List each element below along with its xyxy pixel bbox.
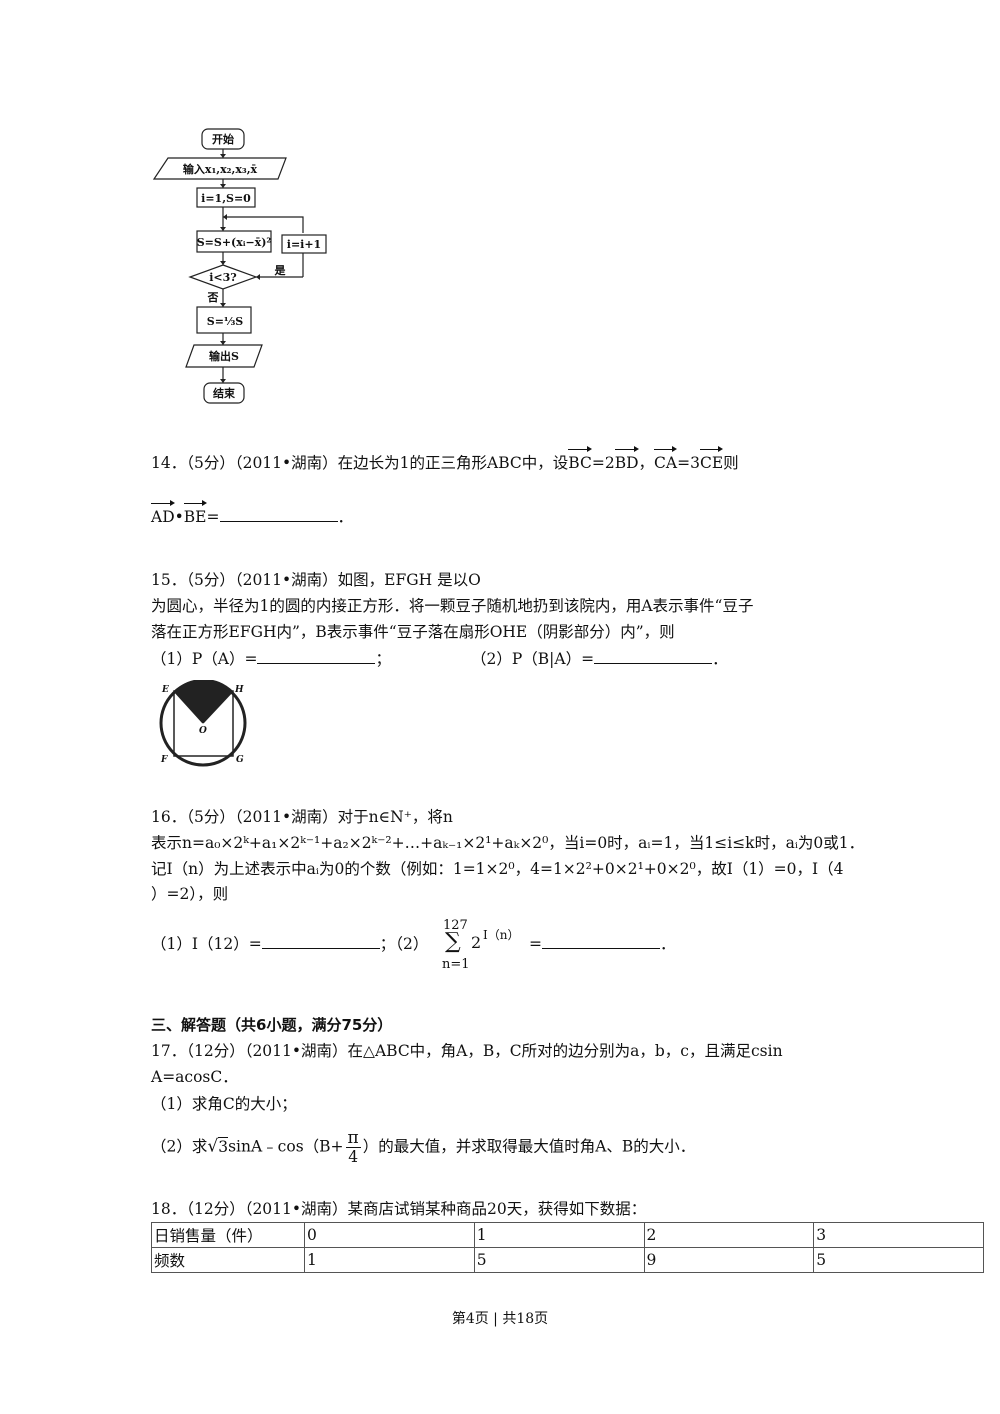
summation: 127 ∑ n=1 2 I（n）: [441, 918, 531, 978]
q17-part2-mid: sinA﹣cos（B+: [228, 1137, 344, 1156]
flow-increment: i=i+1: [287, 238, 321, 251]
q16-end: ．: [660, 935, 676, 953]
vector-bd: BD: [614, 446, 639, 472]
q17-line1: 17．（12分）（2011•湖南）在△ABC中，角A，B，C所对的边分别为a，b…: [151, 1042, 783, 1060]
table-row: 频数 1 5 9 5: [151, 1247, 984, 1273]
flow-update: S=S+(xᵢ−x̄)²: [197, 236, 272, 249]
flow-yes: 是: [274, 264, 287, 277]
q16-blank2: [542, 934, 660, 949]
flow-end: 结束: [212, 386, 236, 400]
q16-line1: 16．（5分）（2011•湖南）对于n∈N⁺，将n: [151, 808, 453, 826]
q18-line1: 18．（12分）（2011•湖南）某商店试销某种商品20天，获得如下数据：: [151, 1200, 647, 1218]
label-f: F: [160, 755, 168, 765]
sum-body: 2: [471, 933, 482, 952]
q15-part2: （2）P（B|A）=: [471, 650, 595, 668]
flow-scale: S=⅓S: [207, 315, 244, 328]
flow-output: 输出S: [209, 349, 239, 363]
label-h: H: [234, 685, 244, 695]
q15-line3: 落在正方形EFGH内”，B表示事件“豆子落在扇形OHE（阴影部分）内”，则: [151, 623, 675, 641]
section-title: 三、解答题（共6小题，满分75分）: [151, 1016, 393, 1034]
table-cell: 5: [473, 1247, 645, 1273]
sum-upper: 127: [443, 918, 468, 933]
q16-line3: 记I（n）为上述表示中aᵢ为0的个数（例如：1=1×2⁰，4=1×2²+0×2¹…: [151, 860, 844, 878]
q16-line4: ）=2），则: [151, 885, 229, 903]
flow-condition: i<3?: [209, 271, 237, 284]
q16-line2: 表示n=a₀×2ᵏ+a₁×2ᵏ⁻¹+a₂×2ᵏ⁻²+…+aₖ₋₁×2¹+aₖ×2…: [151, 834, 865, 852]
q14-eq3: =: [206, 508, 220, 526]
q14-prefix: 14．（5分）（2011•湖南）在边长为1的正三角形ABC中，设: [151, 454, 569, 472]
sqrt-value: 3: [218, 1136, 229, 1156]
q16-tail: =．: [529, 933, 676, 955]
q14-period: ．: [337, 508, 354, 526]
label-o: O: [199, 726, 207, 736]
flow-input: 输入x₁,x₂,x₃,x̄: [183, 162, 258, 176]
q17-line3: （1）求角C的大小；: [151, 1095, 297, 1113]
table-cell: 0: [304, 1222, 475, 1248]
flow-no: 否: [207, 291, 219, 304]
q15-line1: 15．（5分）（2011•湖南）如图，EFGH 是以O: [151, 571, 481, 589]
q17-line2: A=acosC．: [151, 1068, 238, 1086]
q16-part1: （1）I（12）=: [151, 935, 262, 953]
circle-square-figure: E H O F G: [159, 680, 247, 767]
flow-start: 开始: [212, 132, 234, 146]
q15-blank2: [594, 649, 713, 664]
q16-eq: =: [529, 935, 542, 953]
frac-numerator: π: [345, 1128, 361, 1148]
q14-comma: ，: [638, 454, 655, 472]
frac-denominator: 4: [348, 1148, 359, 1166]
vector-ad: AD: [151, 500, 175, 526]
q15-blank1: [257, 649, 376, 664]
sales-table: 日销售量（件） 0 1 2 3 频数 1 5 9 5: [151, 1222, 984, 1273]
q15-line4: （1）P（A）= ； （2）P（B|A）= ．: [151, 648, 728, 670]
table-cell: 日销售量（件）: [151, 1222, 305, 1248]
table-cell: 1: [473, 1222, 645, 1248]
q15-part1: （1）P（A）=: [151, 650, 258, 668]
q14-dot: •: [174, 508, 184, 526]
table-cell: 2: [643, 1222, 815, 1248]
q14-eq1: =2: [591, 454, 615, 472]
q14-eq2: =3: [677, 454, 700, 472]
q16-sep: ；（2）: [379, 935, 429, 953]
q14-line1: 14．（5分）（2011•湖南）在边长为1的正三角形ABC中，设BC=2BD，C…: [151, 446, 739, 474]
table-cell: 频数: [151, 1247, 305, 1273]
sum-lower: n=1: [442, 957, 470, 972]
vector-bc: BC: [568, 446, 592, 472]
q15-line2: 为圆心，半径为1的圆的内接正方形．将一颗豆子随机地扔到该院内，用A表示事件“豆子: [151, 597, 754, 615]
vector-ca: CA: [654, 446, 678, 472]
sum-sigma: ∑: [445, 929, 461, 954]
q14-line2: AD•BE= ．: [151, 500, 354, 528]
sqrt-symbol: √: [207, 1136, 219, 1157]
label-e: E: [161, 685, 169, 695]
vector-be: BE: [183, 500, 207, 526]
q17-part2-prefix: （2）求: [151, 1137, 208, 1156]
q15-end: ．: [712, 650, 728, 668]
table-cell: 3: [813, 1222, 984, 1248]
q17-part2-suffix: ）的最大值，并求取得最大值时角A、B的大小．: [362, 1137, 696, 1156]
q15-sep: ；: [375, 650, 391, 668]
table-row: 日销售量（件） 0 1 2 3: [151, 1222, 984, 1248]
label-g: G: [236, 755, 244, 765]
flow-init: i=1,S=0: [201, 192, 251, 205]
sum-exp: I（n）: [483, 928, 520, 942]
q14-suffix: 则: [723, 454, 739, 472]
q16-blank1: [261, 934, 380, 949]
q16-line5: （1）I（12）= ；（2）: [151, 933, 428, 955]
page-footer: 第4页 | 共18页: [451, 1311, 549, 1327]
table-cell: 1: [304, 1247, 475, 1273]
q14-answer-blank: [219, 507, 338, 522]
table-cell: 9: [643, 1247, 815, 1273]
vector-ce: CE: [699, 446, 724, 472]
flowchart: 开始 输入x₁,x₂,x₃,x̄ i=1,S=0 S=S+(xᵢ−x̄)² i=…: [152, 128, 327, 404]
table-cell: 5: [813, 1247, 984, 1273]
